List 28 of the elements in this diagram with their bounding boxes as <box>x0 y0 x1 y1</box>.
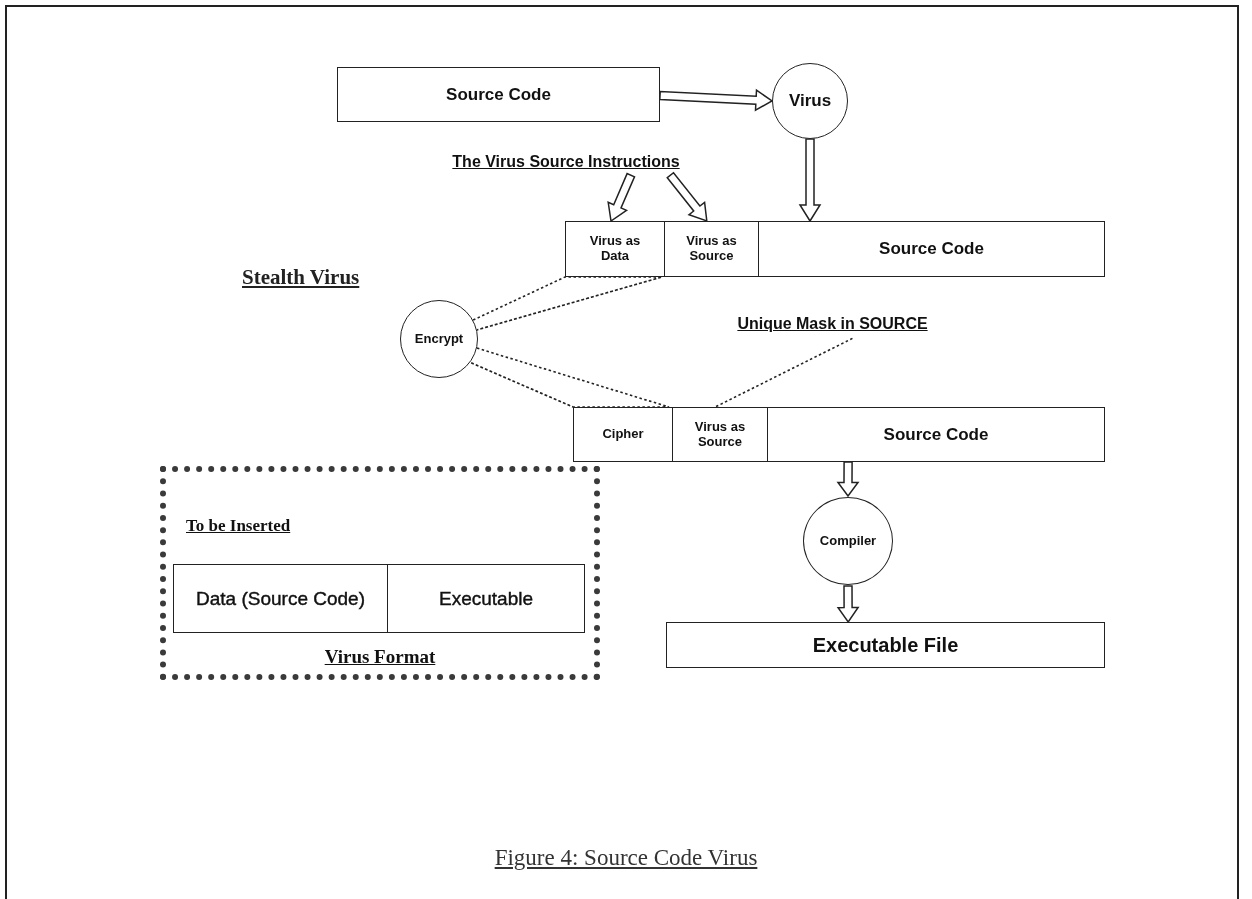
process-box: Source Code <box>767 407 1105 462</box>
heading-text: The Virus Source Instructions <box>386 150 746 174</box>
segment-cell: Virus as Source <box>672 407 768 462</box>
dotted-connector <box>714 337 854 408</box>
hollow-arrow <box>607 172 636 223</box>
segment-cell: Cipher <box>573 407 673 462</box>
process-box: Source Code <box>758 221 1105 277</box>
process-circle: Compiler <box>803 497 893 585</box>
process-circle: Virus <box>772 63 848 139</box>
hollow-arrow <box>666 171 708 223</box>
hollow-arrow <box>798 138 822 223</box>
heading-text: To be Inserted <box>186 516 291 536</box>
heading-text: Unique Mask in SOURCE <box>690 312 975 336</box>
hollow-arrow <box>659 88 774 112</box>
hollow-arrow <box>836 461 860 498</box>
segment-cell: Executable <box>387 564 585 633</box>
figure-caption: Figure 4: Source Code Virus <box>494 845 758 871</box>
section-heading: Stealth Virus <box>242 265 360 290</box>
format-frame <box>160 466 600 680</box>
process-box: Executable File <box>666 622 1105 668</box>
segment-cell: Virus as Data <box>565 221 665 277</box>
process-box: Source Code <box>337 67 660 122</box>
hollow-arrow <box>836 585 860 624</box>
process-circle: Encrypt <box>400 300 478 378</box>
dotted-connector <box>472 276 663 331</box>
segment-cell: Virus as Source <box>664 221 759 277</box>
segment-cell: Data (Source Code) <box>173 564 388 633</box>
heading-text: Virus Format <box>323 646 437 668</box>
